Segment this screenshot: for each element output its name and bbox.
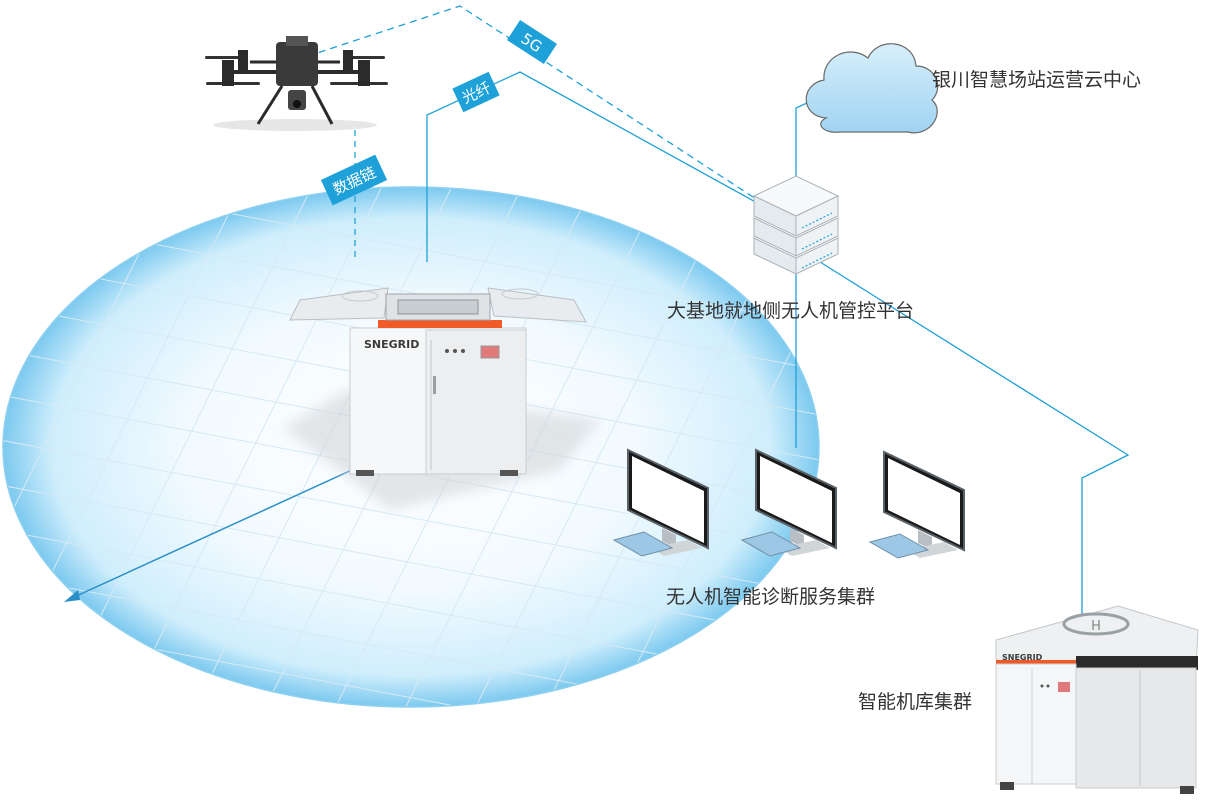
link-hangar (819, 261, 1130, 628)
smart-hangar-icon: H SNEGRID (995, 605, 1199, 794)
hangar-cluster-label: 智能机库集群 (858, 691, 973, 713)
tag-5g: 5G (507, 19, 557, 65)
cloud-icon (805, 43, 939, 134)
control-platform-label: 大基地就地侧无人机管控平台 (667, 300, 915, 322)
diagnosis-cluster-label: 无人机智能诊断服务集群 (666, 586, 876, 608)
monitor-icon-3 (868, 450, 965, 559)
helipad-h-icon: H (1091, 619, 1101, 634)
hangar-logo: SNEGRID (1002, 653, 1043, 662)
drone-dock-icon: SNEGRID (284, 287, 600, 510)
monitor-icon-1 (612, 448, 709, 557)
link-5g (295, 5, 771, 209)
cloud-center-label: 银川智慧场站运营云中心 (932, 69, 1142, 91)
server-icon (752, 175, 840, 275)
dock-logo: SNEGRID (364, 338, 419, 351)
radius-arrowhead (64, 590, 80, 602)
tag-fiber: 光纤 (452, 71, 500, 113)
monitor-icon-2 (740, 448, 837, 557)
drone-icon (205, 36, 388, 131)
